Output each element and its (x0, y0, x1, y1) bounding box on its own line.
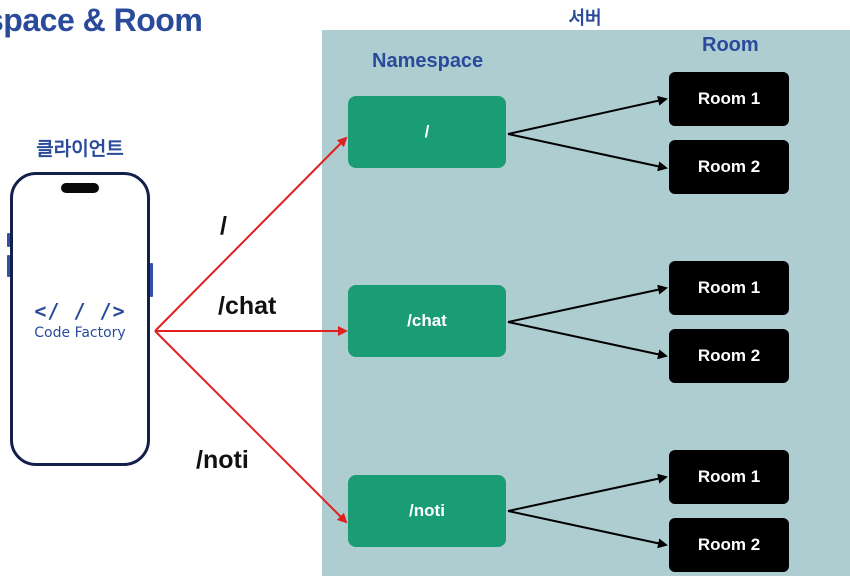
room-noti-1: Room 1 (669, 450, 789, 504)
arrow-client-to-root (154, 136, 348, 332)
namespace-header: Namespace (372, 50, 484, 72)
namespace-noti: /noti (348, 475, 506, 547)
client-label: 클라이언트 (36, 138, 124, 160)
room-chat-1: Room 1 (669, 261, 789, 315)
arrow-chat-to-room1 (507, 284, 668, 323)
room-root-1: Room 1 (669, 72, 789, 126)
arrow-root-to-room2 (507, 133, 668, 172)
phone-side-button (7, 233, 10, 247)
arrow-root-to-room1 (507, 95, 668, 135)
phone-power-button (150, 263, 153, 297)
room-header: Room (702, 34, 759, 56)
route-label-root: / (220, 212, 227, 240)
room-chat-2: Room 2 (669, 329, 789, 383)
server-label: 서버 (568, 8, 602, 29)
phone-client: </ / /> Code Factory (7, 172, 153, 466)
arrow-chat-to-room2 (507, 321, 668, 360)
room-root-2: Room 2 (669, 140, 789, 194)
logo-mark: </ / /> (34, 299, 126, 323)
route-label-noti: /noti (196, 446, 249, 474)
namespace-root: / (348, 96, 506, 168)
slide-title: space & Room (0, 2, 203, 38)
namespace-chat: /chat (348, 285, 506, 357)
route-label-chat: /chat (218, 292, 277, 320)
code-factory-logo: </ / /> Code Factory (13, 299, 147, 341)
room-noti-2: Room 2 (669, 518, 789, 572)
arrow-noti-to-room1 (507, 473, 668, 512)
phone-volume-button (7, 255, 10, 277)
arrow-noti-to-room2 (507, 510, 668, 549)
logo-text: Code Factory (34, 325, 126, 341)
arrow-client-to-noti (154, 330, 348, 524)
phone-notch (61, 183, 99, 193)
